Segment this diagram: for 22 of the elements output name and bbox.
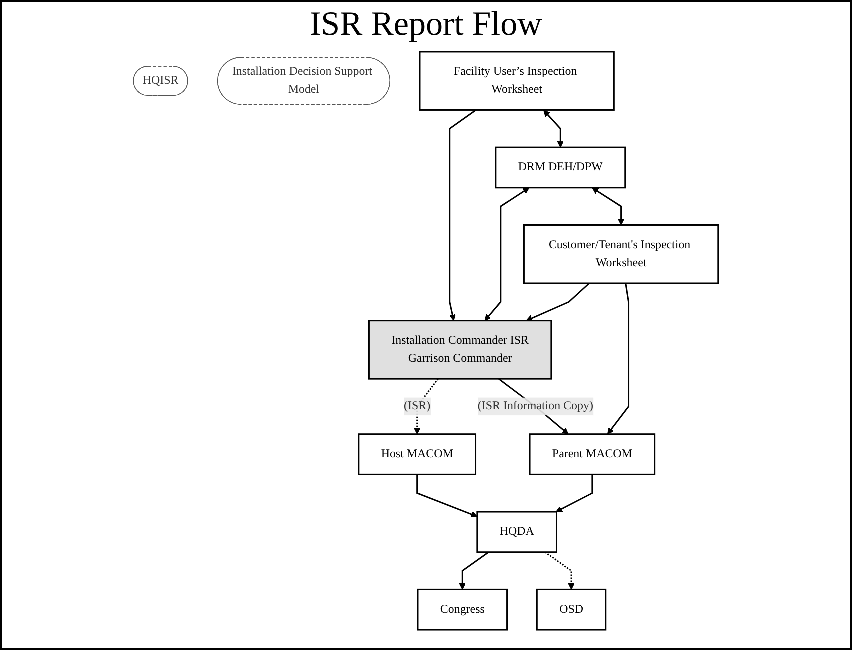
node-box: OSD xyxy=(536,588,607,631)
edge-label: (ISR Information Copy) xyxy=(478,400,594,413)
node-box: Installation Commander ISR Garrison Commander xyxy=(368,320,552,380)
node-box: DRM DEH/DPW xyxy=(495,146,626,189)
node-box: Host MACOM xyxy=(358,434,477,476)
arrow xyxy=(449,110,477,322)
node-box: Customer/Tenant's Inspection Worksheet xyxy=(523,224,720,284)
node-box: HQDA xyxy=(476,511,558,554)
node-box: Facility User’s Inspection Worksheet xyxy=(419,51,615,111)
arrow xyxy=(607,283,630,435)
arrow xyxy=(544,552,575,590)
node-box: Parent MACOM xyxy=(529,434,656,476)
arrow xyxy=(544,110,564,148)
node-box: Congress xyxy=(417,588,508,631)
arrow xyxy=(556,474,594,512)
arrow xyxy=(416,474,478,518)
arrow xyxy=(592,188,625,226)
arrow xyxy=(459,552,490,590)
arrow xyxy=(484,188,530,322)
diagram-title: ISR Report Flow xyxy=(310,6,542,44)
edge-label: (ISR) xyxy=(404,400,431,413)
arrow xyxy=(526,282,590,322)
